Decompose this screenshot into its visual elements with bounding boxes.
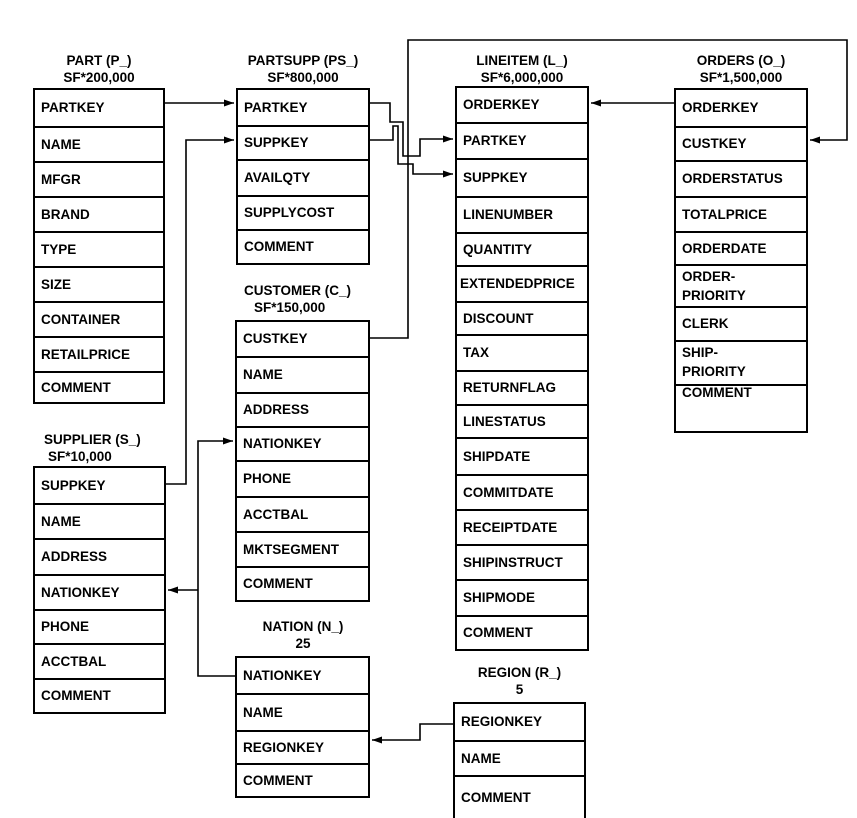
connector-nation-customer-nationkey — [197, 437, 235, 677]
customer-field-nationkey: NATIONKEY — [237, 426, 368, 460]
supplier-field-suppkey: SUPPKEY — [41, 477, 106, 493]
supplier-field-acctbal: ACCTBAL — [35, 643, 164, 678]
connector-supplier-partsupp-suppkey — [166, 136, 234, 485]
partsupp-field-availqty: AVAILQTY — [238, 159, 368, 195]
customer-table-name: CUSTOMER (C_) — [244, 283, 352, 298]
customer-field-name: NAME — [237, 356, 368, 392]
nation-field-regionkey: REGIONKEY — [237, 730, 368, 763]
orders-table-title: ORDERS (O_) SF*1,500,000 — [674, 52, 808, 86]
region-field-regionkey: REGIONKEY — [461, 714, 543, 729]
supplier-field-nationkey: NATIONKEY — [35, 574, 164, 609]
partsupp-table-title: PARTSUPP (PS_) SF*800,000 — [236, 52, 370, 86]
connector-partsupp-lineitem-partkey — [370, 102, 453, 157]
customer-table-cardinality: SF*150,000 — [254, 300, 326, 315]
lineitem-field-quantity: QUANTITY — [457, 232, 587, 265]
orders-field-orderdate: ORDERDATE — [676, 231, 806, 264]
orders-field-orderpriority: ORDER- PRIORITY — [676, 264, 806, 306]
lineitem-field-receiptdate: RECEIPTDATE — [457, 509, 587, 544]
part-field-container: CONTAINER — [35, 301, 163, 336]
lineitem-field-tax: TAX — [457, 334, 587, 370]
part-field-name: NAME — [35, 126, 163, 161]
part-field-comment: COMMENT — [35, 371, 163, 402]
orders-field-orderstatus: ORDERSTATUS — [676, 160, 806, 196]
connector-region-nation-regionkey — [372, 723, 453, 744]
supplier-field-address: ADDRESS — [35, 538, 164, 574]
region-table-cardinality: 5 — [515, 682, 524, 697]
lineitem-field-returnflag: RETURNFLAG — [457, 370, 587, 404]
lineitem-field-suppkey: SUPPKEY — [457, 158, 587, 196]
orders-field-clerk: CLERK — [676, 306, 806, 340]
lineitem-table-name: LINEITEM (L_) — [476, 53, 568, 68]
orders-table-cardinality: SF*1,500,000 — [699, 70, 783, 85]
nation-field-name: NAME — [237, 693, 368, 730]
lineitem-field-comment: COMMENT — [457, 615, 587, 649]
supplier-table-name: SUPPLIER (S_) — [44, 432, 141, 447]
supplier-field-name: NAME — [35, 503, 164, 538]
part-field-size: SIZE — [35, 266, 163, 301]
lineitem-field-orderkey: ORDERKEY — [463, 97, 540, 112]
region-table-name: REGION (R_) — [477, 665, 562, 680]
lineitem-field-discount: DISCOUNT — [457, 301, 587, 334]
orders-field-custkey: CUSTKEY — [676, 126, 806, 160]
part-table-name: PART (P_) — [66, 53, 132, 68]
partsupp-field-supplycost: SUPPLYCOST — [238, 195, 368, 229]
orders-field-comment: COMMENT — [676, 384, 806, 400]
nation-table-name: NATION (N_) — [262, 619, 344, 634]
lineitem-table-cardinality: SF*6,000,000 — [480, 70, 564, 85]
lineitem-table-title: LINEITEM (L_) SF*6,000,000 — [455, 52, 589, 86]
part-field-type: TYPE — [35, 231, 163, 266]
part-field-mfgr: MFGR — [35, 161, 163, 196]
partsupp-table-name: PARTSUPP (PS_) — [247, 53, 359, 68]
partsupp-field-suppkey: SUPPKEY — [238, 125, 368, 159]
region-field-comment: COMMENT — [455, 775, 584, 818]
customer-field-phone: PHONE — [237, 460, 368, 496]
supplier-table-title: SUPPLIER (S_) SF*10,000 — [34, 431, 166, 465]
nation-field-nationkey: NATIONKEY — [243, 667, 322, 683]
orders-field-orderkey: ORDERKEY — [682, 100, 759, 115]
nation-field-comment: COMMENT — [237, 763, 368, 796]
lineitem-field-linestatus: LINESTATUS — [457, 404, 587, 437]
orders-field-shippriority: SHIP- PRIORITY — [676, 340, 806, 384]
supplier-field-comment: COMMENT — [35, 678, 164, 712]
partsupp-field-comment: COMMENT — [238, 229, 368, 263]
lineitem-field-shipinstruct: SHIPINSTRUCT — [457, 544, 587, 579]
connector-partsupp-lineitem-suppkey — [370, 125, 453, 178]
part-field-partkey: PARTKEY — [41, 100, 105, 115]
customer-field-custkey: CUSTKEY — [243, 331, 308, 346]
part-table-cardinality: SF*200,000 — [63, 70, 135, 85]
part-table-title: PART (P_) SF*200,000 — [34, 52, 164, 86]
customer-field-acctbal: ACCTBAL — [237, 496, 368, 531]
customer-field-comment: COMMENT — [237, 566, 368, 600]
orders-table-name: ORDERS (O_) — [696, 53, 786, 68]
supplier-table-cardinality: SF*10,000 — [48, 449, 112, 464]
lineitem-field-extendedprice: EXTENDEDPRICE — [457, 265, 587, 301]
customer-table-title: CUSTOMER (C_) SF*150,000 — [236, 282, 370, 316]
region-field-name: NAME — [455, 740, 584, 775]
lineitem-field-commitdate: COMMITDATE — [457, 474, 587, 509]
part-field-retailprice: RETAILPRICE — [35, 336, 163, 371]
region-table-title: REGION (R_) 5 — [453, 664, 586, 698]
lineitem-field-partkey: PARTKEY — [457, 122, 587, 158]
nation-table-title: NATION (N_) 25 — [236, 618, 370, 652]
orders-field-totalprice: TOTALPRICE — [676, 196, 806, 231]
lineitem-field-linenumber: LINENUMBER — [457, 196, 587, 232]
customer-field-mktsegment: MKTSEGMENT — [237, 531, 368, 566]
customer-field-address: ADDRESS — [237, 392, 368, 426]
lineitem-field-shipmode: SHIPMODE — [457, 579, 587, 615]
partsupp-table-cardinality: SF*800,000 — [267, 70, 339, 85]
partsupp-field-partkey: PARTKEY — [244, 99, 308, 115]
supplier-field-phone: PHONE — [35, 609, 164, 643]
lineitem-field-shipdate: SHIPDATE — [457, 437, 587, 474]
nation-table-cardinality: 25 — [295, 636, 311, 651]
part-field-brand: BRAND — [35, 196, 163, 231]
